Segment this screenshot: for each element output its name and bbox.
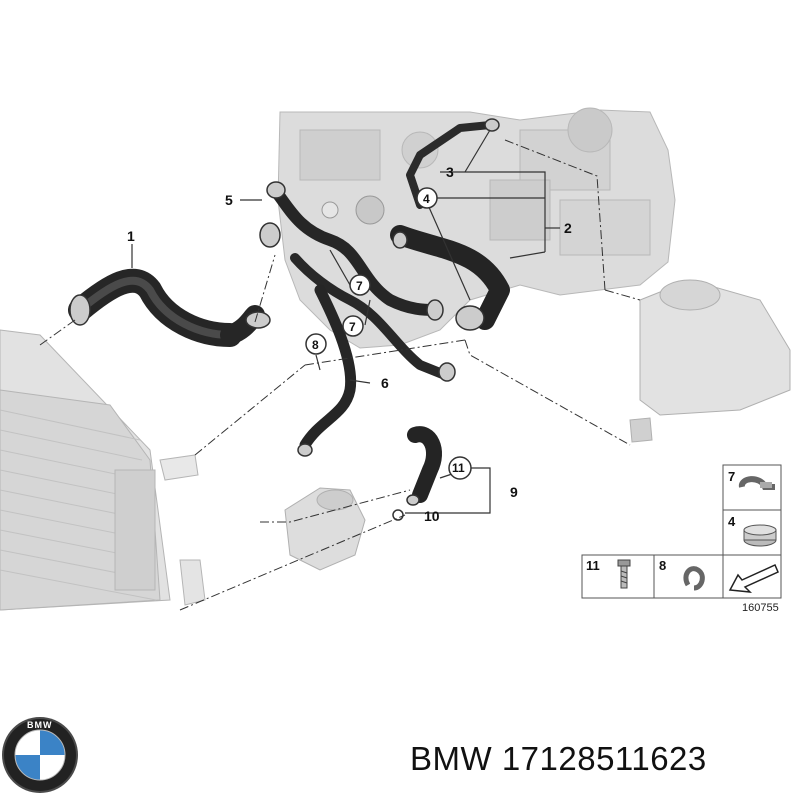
hose-9 (407, 426, 442, 503)
callout-9: 9 (510, 484, 518, 500)
diagram-code: 160755 (742, 602, 779, 614)
parts-legend: 7 4 11 8 160755 (581, 464, 782, 614)
clamp-icon (739, 476, 775, 490)
band-clamp-icon (743, 524, 777, 547)
legend-label-11: 11 (586, 558, 600, 573)
bmw-logo-ring-text: BMW (27, 720, 53, 730)
callout-8: 8 (312, 338, 319, 352)
hose-6 (299, 284, 357, 451)
callout-11: 11 (452, 461, 465, 475)
hose-7 (290, 253, 450, 380)
legend-label-4: 4 (728, 514, 736, 529)
bmw-logo: BMW (2, 717, 78, 793)
callout-labels: 1 2 3 5 6 9 10 (127, 164, 572, 524)
hose-3 (406, 121, 494, 209)
bolt-icon (617, 559, 631, 589)
legend-label-8: 8 (659, 558, 666, 573)
callout-6: 6 (381, 375, 389, 391)
spring-clip-icon (683, 566, 705, 591)
callout-3: 3 (446, 164, 454, 180)
callout-7-lower: 7 (349, 320, 356, 334)
callout-2: 2 (564, 220, 572, 236)
connection-lines (39, 139, 641, 611)
radiator (0, 329, 206, 611)
thermostat-housing (284, 487, 366, 571)
callout-7-upper: 7 (356, 279, 363, 293)
circled-callouts: 4 7 7 8 11 (305, 187, 472, 480)
callout-5: 5 (225, 192, 233, 208)
hose-5 (269, 184, 441, 316)
fittings (69, 118, 500, 521)
callout-10: 10 (424, 508, 440, 524)
hose-2 (390, 225, 510, 330)
part-number-caption: BMW 17128511623 (410, 740, 707, 777)
arrow-marker-icon (728, 564, 779, 593)
callout-1: 1 (127, 228, 135, 244)
expansion-tank (629, 279, 791, 443)
legend-label-7: 7 (728, 469, 735, 484)
callout-4: 4 (423, 192, 430, 206)
